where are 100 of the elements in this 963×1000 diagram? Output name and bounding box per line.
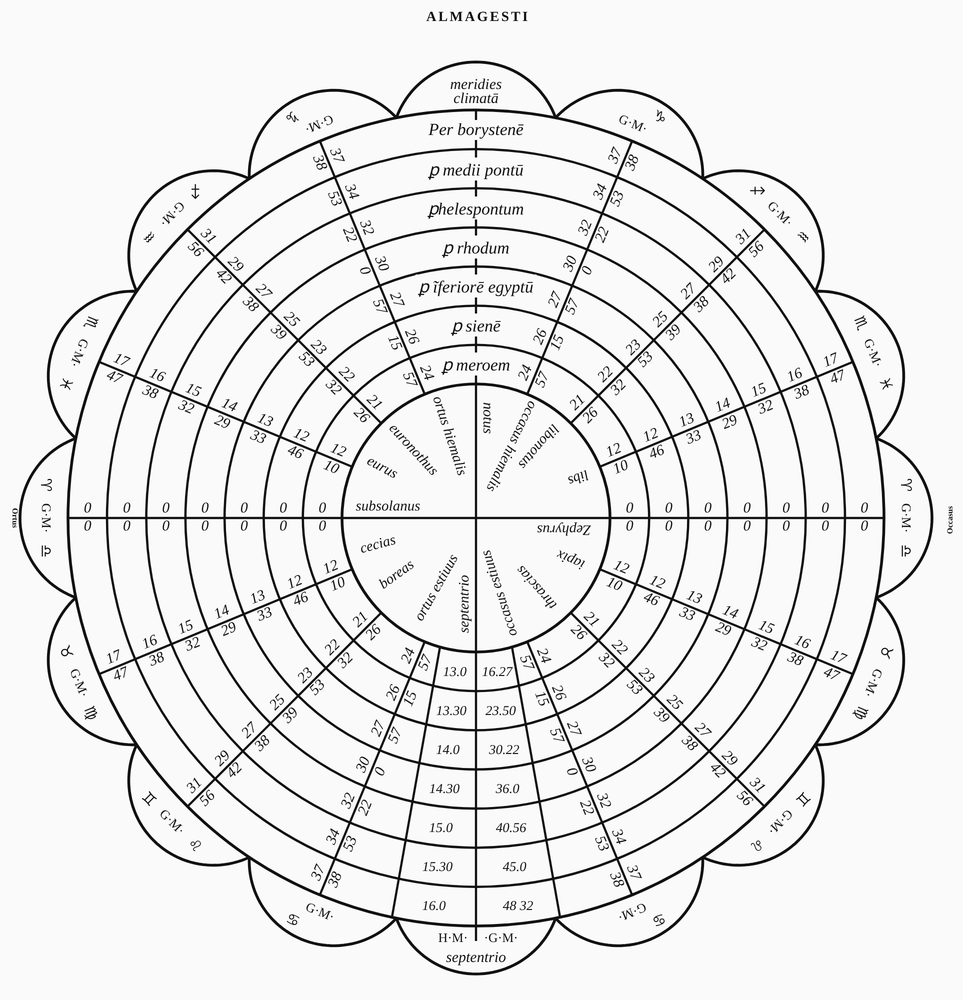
spoke-value: 39 (662, 321, 686, 344)
spoke-value: 32 (607, 376, 630, 400)
direction-label: Occasus (946, 506, 954, 534)
spoke-value: 0 (280, 518, 288, 536)
wind-label: subsolanus (356, 498, 420, 516)
table-value: 36.0 (496, 781, 520, 797)
spoke-value: 0 (318, 518, 326, 536)
spoke-value: 39 (650, 704, 673, 728)
zodiac-sign: ♏ (850, 313, 872, 333)
zodiac-sign: ♎ (897, 544, 915, 558)
table-value: 14.0 (436, 742, 460, 758)
spoke-value: 39 (279, 704, 302, 728)
abbreviation-label: H·M· (438, 930, 468, 946)
spoke-value: 38 (239, 294, 262, 316)
abbreviation-label: G·M· (898, 503, 914, 533)
zodiac-sign: ♑ (650, 106, 670, 128)
table-value: 48 32 (502, 898, 534, 914)
spoke-value: 0 (782, 500, 790, 518)
zodiac-sign: ♎ (37, 544, 55, 558)
spoke-value: 38 (252, 732, 274, 755)
abbreviation-label: G·M· (303, 899, 337, 926)
abbreviation-label: ·G·M· (484, 930, 518, 946)
zodiac-sign: ♓ (875, 374, 897, 394)
direction-label: Ortus (10, 508, 20, 528)
lobe-label: septentrio (445, 950, 507, 966)
spoke-value: 56 (184, 238, 206, 262)
spoke-value: 0 (201, 500, 209, 518)
table-value: 15.30 (422, 859, 453, 876)
spoke-value: 42 (224, 760, 247, 783)
abbreviation-label: G·M· (616, 110, 650, 138)
spoke-value: 0 (664, 518, 672, 536)
spoke-value: 0 (354, 264, 374, 278)
lobe-label: meridies climatā (449, 78, 503, 106)
spoke-value: 0 (704, 500, 712, 518)
table-value: 16.0 (422, 898, 446, 914)
abbreviation-label: G·M· (860, 666, 886, 700)
abbreviation-label: G·M· (302, 110, 336, 138)
zodiac-sign: ♍ (850, 703, 872, 723)
spoke-value: 0 (822, 518, 830, 536)
spoke-value: 42 (705, 760, 728, 783)
spoke-value: 0 (626, 518, 634, 536)
zodiac-sign: ♓ (55, 374, 77, 394)
spoke-value: 56 (196, 788, 220, 810)
ring-label: Per borystenē (426, 120, 526, 140)
spoke-value: 0 (562, 765, 581, 779)
table-value: 16.27 (482, 664, 512, 680)
zodiac-sign: ♑ (282, 106, 302, 128)
spoke-value: 0 (822, 500, 830, 518)
spoke-value: 0 (122, 500, 130, 518)
table-value: 13.30 (436, 702, 467, 719)
wind-label: iapix (554, 546, 588, 573)
spoke-value: 32 (322, 376, 345, 400)
spoke-value: 56 (746, 238, 768, 262)
wind-label: Zephyrus (537, 520, 591, 538)
zodiac-sign: ♍ (80, 703, 102, 723)
zodiac-sign: ♉ (875, 642, 897, 662)
spoke-value: 0 (626, 500, 634, 518)
table-value: 23.50 (485, 702, 516, 719)
spoke-value: 42 (718, 266, 741, 289)
spoke-value: 30 (370, 254, 392, 274)
wind-label: septentrio (456, 575, 474, 633)
spoke-value: 30 (578, 754, 599, 776)
spoke-value: 32 (594, 649, 618, 672)
table-value: 45.0 (502, 859, 526, 876)
zodiac-sign: ♋ (284, 908, 304, 931)
zodiac-sign: ♏ (80, 313, 102, 333)
wind-label: cecias (358, 532, 398, 558)
table-value: 14.30 (429, 781, 460, 797)
abbreviation-label: G·M· (615, 899, 649, 926)
spoke-value: 0 (84, 518, 92, 536)
zodiac-sign: ♈ (37, 478, 55, 492)
spoke-value: 0 (743, 518, 751, 536)
spoke-value: 56 (732, 788, 756, 810)
spoke-value: 38 (690, 294, 713, 316)
spoke-value: 0 (704, 518, 712, 536)
table-value: 13.0 (443, 664, 467, 680)
spoke-value: 57 (368, 297, 390, 318)
abbreviation-label: G·M· (66, 666, 92, 700)
table-value: 15.0 (429, 820, 453, 836)
spoke-value: 0 (201, 518, 209, 536)
spoke-value: 0 (162, 518, 170, 536)
table-value: 30.22 (488, 742, 520, 758)
spoke-value: 0 (743, 500, 751, 518)
zodiac-sign: ♉ (55, 642, 77, 662)
ring-label: ꝑ ĩferiorē egyptū (416, 274, 536, 298)
spoke-value: 0 (280, 500, 288, 518)
abbreviation-label: G·M· (38, 503, 54, 533)
spoke-value: 0 (664, 500, 672, 518)
spoke-value: 0 (860, 518, 868, 536)
spoke-value: 0 (782, 518, 790, 536)
ring-label: ꝑ sienē (448, 314, 504, 337)
spoke-value: 0 (860, 500, 868, 518)
title: ALMAGESTI (426, 11, 530, 25)
spoke-value: 0 (122, 518, 130, 536)
spoke-value: 0 (240, 518, 248, 536)
spoke-value: 0 (84, 500, 92, 518)
spoke-value: 42 (211, 266, 234, 289)
table-value: 40.56 (496, 820, 526, 836)
spoke-value: 32 (334, 649, 358, 672)
zodiac-sign: ♋ (648, 908, 668, 931)
